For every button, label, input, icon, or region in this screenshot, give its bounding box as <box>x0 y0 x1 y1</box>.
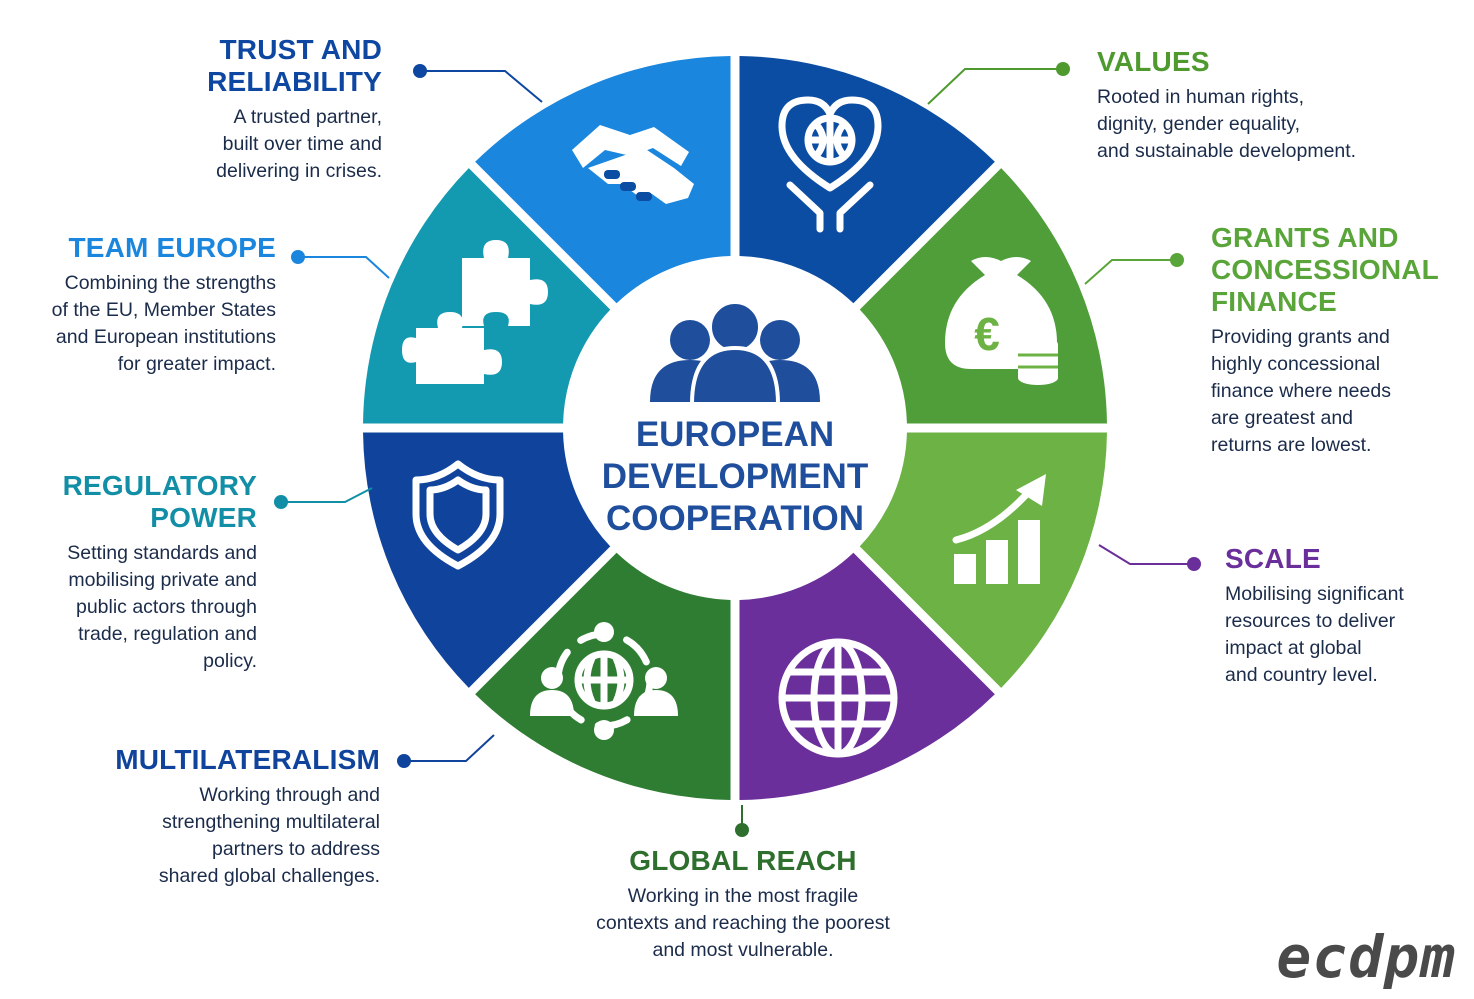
connector-dot-multilateral <box>397 754 411 768</box>
desc-line: finance where needs <box>1211 380 1391 402</box>
connector-dot-scale <box>1187 557 1201 571</box>
desc-line: impact at global <box>1225 637 1362 659</box>
connector-dot-trust <box>413 64 427 78</box>
desc-line: highly concessional <box>1211 353 1381 375</box>
label-values: VALUES Rooted in human rights, dignity, … <box>1097 46 1437 165</box>
label-scale: SCALE Mobilising significant resources t… <box>1225 543 1465 689</box>
connector-dot-global <box>735 823 749 837</box>
desc-line: contexts and reaching the poorest <box>596 912 890 934</box>
label-title: SCALE <box>1225 543 1321 574</box>
connector-values <box>927 68 1063 105</box>
label-grants-and-concessional-finance: GRANTS AND CONCESSIONAL FINANCE Providin… <box>1211 222 1461 459</box>
desc-line: dignity, gender equality, <box>1097 113 1301 135</box>
label-description: Setting standards and mobilising private… <box>10 540 257 675</box>
desc-line: public actors through <box>75 596 257 618</box>
ecdpm-logo: ecdpm <box>1276 923 1456 991</box>
label-description: Providing grants and highly concessional… <box>1211 324 1461 459</box>
label-trust-and-reliability: TRUST AND RELIABILITY A trusted partner,… <box>150 34 382 185</box>
segment-grants <box>859 432 1107 688</box>
segment-multilateral <box>363 432 611 688</box>
center-title: EUROPEAN DEVELOPMENT COOPERATION <box>601 415 869 538</box>
label-title: MULTILATERALISM <box>115 744 380 775</box>
label-description: Working in the most fragile contexts and… <box>540 883 946 964</box>
desc-line: and country level. <box>1225 664 1378 686</box>
label-description: Combining the strengths of the EU, Membe… <box>10 270 276 378</box>
desc-line: and most vulnerable. <box>652 939 834 961</box>
desc-line: Working through and <box>199 784 380 806</box>
desc-line: A trusted partner, <box>233 106 382 128</box>
desc-line: Combining the strengths <box>64 272 276 294</box>
desc-line: trade, regulation and <box>78 623 257 645</box>
shield-icon <box>412 460 504 570</box>
segment-trust <box>739 56 995 304</box>
desc-line: mobilising private and <box>68 569 257 591</box>
label-description: Mobilising significant resources to deli… <box>1225 581 1465 689</box>
desc-line: Working in the most fragile <box>627 885 859 907</box>
connector-grants <box>1084 259 1177 285</box>
label-title: GLOBAL REACH <box>629 845 857 876</box>
puzzle-icon <box>402 240 548 384</box>
label-multilateralism: MULTILATERALISM Working through and stre… <box>70 744 380 890</box>
desc-line: delivering in crises. <box>216 160 382 182</box>
label-title: GRANTS AND CONCESSIONAL FINANCE <box>1211 222 1439 317</box>
connector-regulatory <box>281 487 373 503</box>
label-team-europe: TEAM EUROPE Combining the strengths of t… <box>10 232 276 378</box>
handshake-icon <box>572 125 694 204</box>
euro-money-bag-icon: € <box>945 257 1058 385</box>
heart-globe-hands-icon <box>778 96 882 233</box>
desc-line: built over time and <box>222 133 382 155</box>
people-group-icon <box>650 300 820 406</box>
desc-line: partners to address <box>211 838 380 860</box>
desc-line: and European institutions <box>55 326 276 348</box>
connector-team <box>298 256 390 279</box>
connector-dot-team <box>291 250 305 264</box>
connector-dot-grants <box>1170 253 1184 267</box>
desc-line: policy. <box>203 650 257 672</box>
label-regulatory-power: REGULATORY POWER Setting standards and m… <box>10 470 257 675</box>
desc-line: are greatest and <box>1211 407 1354 429</box>
connector-dot-regulatory <box>274 495 288 509</box>
label-title: REGULATORY POWER <box>62 470 257 533</box>
label-title: TRUST AND RELIABILITY <box>207 34 382 97</box>
label-title: VALUES <box>1097 46 1210 77</box>
label-title: TEAM EUROPE <box>68 232 276 263</box>
label-description: Rooted in human rights, dignity, gender … <box>1097 84 1437 165</box>
desc-line: of the EU, Member States <box>51 299 276 321</box>
desc-line: returns are lowest. <box>1211 434 1372 456</box>
desc-line: Rooted in human rights, <box>1097 86 1305 108</box>
desc-line: and sustainable development. <box>1097 140 1357 162</box>
desc-line: for greater impact. <box>117 353 276 375</box>
globe-icon <box>778 638 898 758</box>
label-global-reach: GLOBAL REACH Working in the most fragile… <box>540 845 946 964</box>
desc-line: Providing grants and <box>1211 326 1390 348</box>
desc-line: Setting standards and <box>67 542 257 564</box>
label-description: Working through and strengthening multil… <box>70 782 380 890</box>
svg-text:€: € <box>974 308 1000 360</box>
desc-line: Mobilising significant <box>1225 583 1404 605</box>
connector-dot-values <box>1056 62 1070 76</box>
desc-line: strengthening multilateral <box>162 811 380 833</box>
network-globe-people-icon <box>530 622 678 740</box>
desc-line: shared global challenges. <box>158 865 380 887</box>
growth-chart-icon <box>952 474 1046 584</box>
desc-line: resources to deliver <box>1225 610 1396 632</box>
connector-scale <box>1098 544 1194 565</box>
label-description: A trusted partner, built over time and d… <box>150 104 382 185</box>
connector-multilateral <box>404 734 495 762</box>
connector-trust <box>420 70 543 103</box>
